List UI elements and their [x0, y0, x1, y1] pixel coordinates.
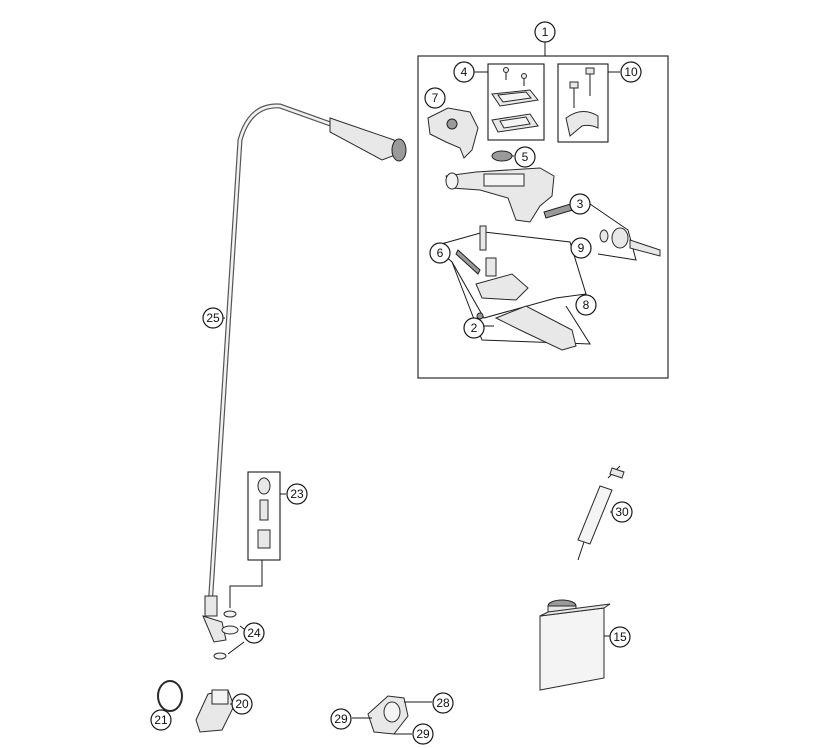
callout-2: 2: [463, 317, 485, 339]
svg-text:1: 1: [542, 25, 549, 39]
svg-text:4: 4: [461, 65, 468, 79]
master-cylinder-body: [445, 167, 555, 223]
lever-group: [432, 225, 591, 351]
svg-text:25: 25: [206, 311, 220, 325]
callout-23: 23: [286, 483, 308, 505]
svg-text:6: 6: [437, 246, 444, 260]
reservoir-cover-group: [474, 63, 545, 141]
callout-29-bottom: 29: [412, 723, 434, 745]
svg-text:30: 30: [615, 505, 629, 519]
reservoir-cap: [491, 150, 514, 162]
svg-text:28: 28: [436, 696, 450, 710]
svg-text:7: 7: [432, 91, 439, 105]
callout-10: 10: [620, 61, 642, 83]
callout-20: 20: [231, 693, 253, 715]
callout-28: 28: [432, 692, 454, 714]
svg-text:15: 15: [613, 630, 627, 644]
svg-text:9: 9: [578, 241, 585, 255]
svg-text:2: 2: [471, 321, 478, 335]
lever-housing-cover: [427, 101, 479, 159]
callout-15: 15: [609, 626, 631, 648]
callout-30: 30: [611, 501, 633, 523]
clutch-hose: [202, 103, 407, 643]
bleeding-syringe: [577, 465, 625, 561]
callout-9: 9: [570, 237, 592, 259]
callout-25: 25: [202, 307, 224, 329]
piston-kit: [543, 194, 661, 261]
callout-24: 24: [243, 622, 265, 644]
svg-text:23: 23: [290, 487, 304, 501]
callout-21: 21: [150, 709, 172, 731]
bleeder-fitting-group: [229, 471, 286, 608]
callout-1: 1: [534, 21, 556, 43]
svg-text:24: 24: [247, 626, 261, 640]
o-ring: [157, 680, 183, 712]
svg-text:5: 5: [522, 150, 529, 164]
svg-text:29: 29: [334, 712, 348, 726]
svg-text:20: 20: [235, 697, 249, 711]
callout-6: 6: [429, 242, 451, 264]
callout-7: 7: [424, 87, 446, 109]
callout-3: 3: [569, 193, 591, 215]
svg-text:10: 10: [624, 65, 638, 79]
handlebar-clamp-group: [557, 63, 620, 143]
master-cylinder-assembly-frame: [417, 42, 669, 379]
callout-8: 8: [575, 294, 597, 316]
callout-5: 5: [514, 146, 536, 168]
svg-text:29: 29: [416, 727, 430, 741]
svg-text:8: 8: [583, 298, 590, 312]
brake-fluid-bottle: [539, 599, 611, 691]
svg-text:3: 3: [577, 197, 584, 211]
clutch-actuation-arm: [352, 695, 432, 735]
callout-4: 4: [453, 61, 475, 83]
svg-text:21: 21: [154, 713, 168, 727]
slave-cylinder: [195, 689, 235, 733]
callout-29-left: 29: [330, 708, 352, 730]
